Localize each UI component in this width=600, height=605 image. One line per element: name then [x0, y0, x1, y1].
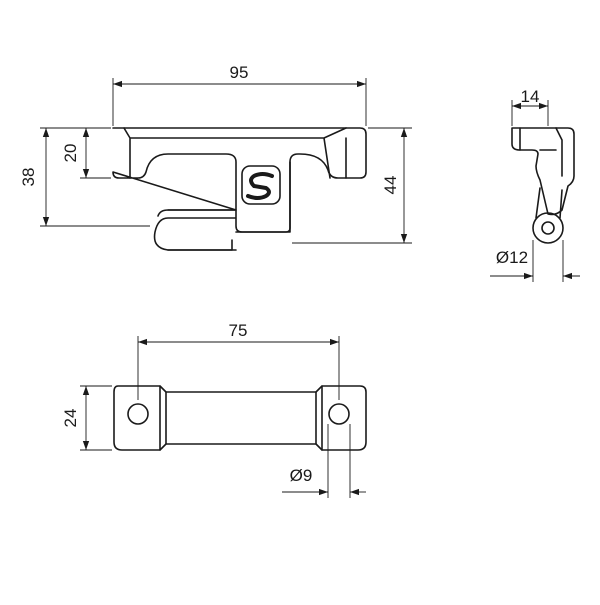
bottom-view: 75 24 Ø9 [61, 321, 367, 498]
front-view-roller [167, 161, 291, 251]
bottom-view-inner [159, 385, 323, 451]
dim-width: 24 [61, 409, 80, 428]
front-view-flange [123, 127, 347, 179]
side-view-roller [532, 187, 564, 244]
dim-roller-diameter: Ø12 [496, 248, 528, 267]
left-mounting-hole [127, 403, 149, 425]
side-view-flange [519, 127, 563, 177]
s-logo-icon [241, 165, 281, 205]
bottom-view-outline [113, 385, 367, 451]
dim-top-width: 14 [521, 87, 540, 106]
dim-body-height: 38 [19, 168, 38, 187]
dim-overall-width: 95 [230, 63, 249, 82]
dim-step-height: 20 [61, 144, 80, 163]
dim-overall-height: 44 [381, 176, 400, 195]
dim-hole-diameter: Ø9 [290, 466, 313, 485]
right-mounting-hole [328, 403, 350, 425]
dim-hole-spacing: 75 [229, 321, 248, 340]
side-view: 14 Ø12 [490, 87, 580, 282]
side-view-outline [511, 127, 575, 216]
front-view: 95 20 38 44 [19, 63, 412, 251]
